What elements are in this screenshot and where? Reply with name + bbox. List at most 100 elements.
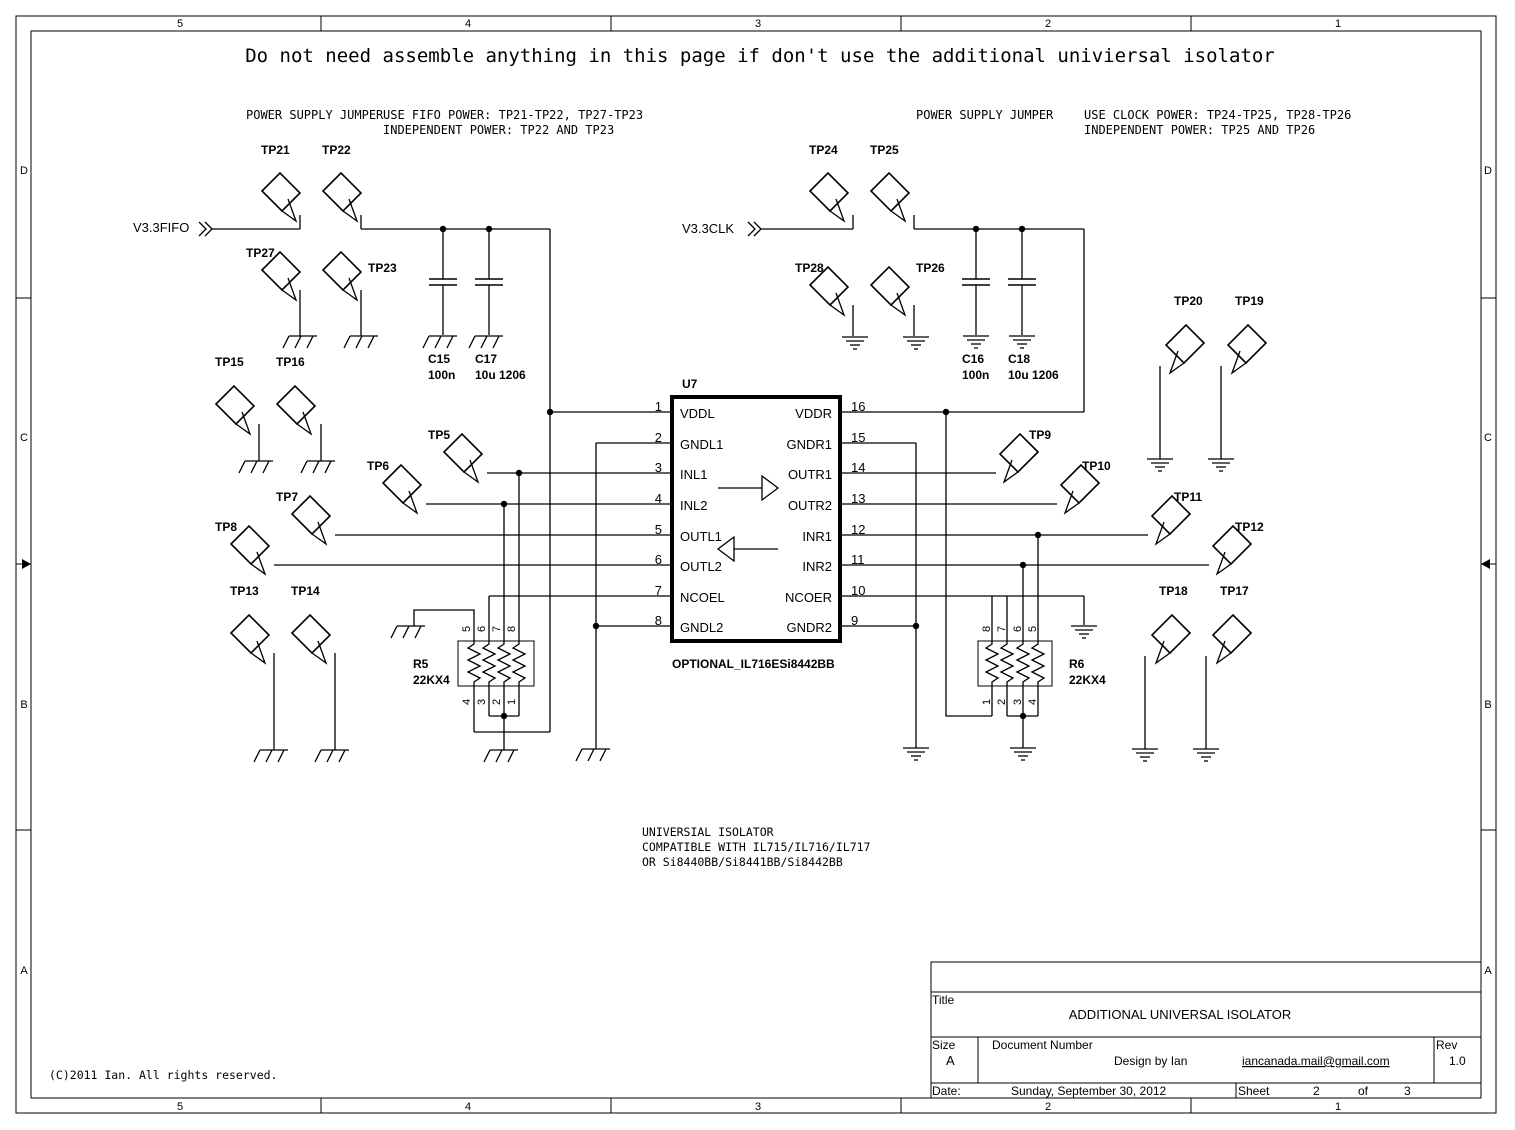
ic-pin-name-inl1: INL1	[680, 467, 707, 482]
ic-pin-number-9: 9	[851, 613, 858, 628]
document-number-label: Document Number	[992, 1038, 1093, 1052]
ic-pin-number-10: 10	[851, 583, 865, 598]
label-c17-ref: C17	[475, 352, 497, 366]
ic-pin-name-gndr1: GNDR1	[786, 437, 832, 452]
label-tp5: TP5	[428, 428, 450, 442]
label-tp12: TP12	[1235, 520, 1264, 534]
title-label: Title	[932, 993, 955, 1007]
size-label: Size	[932, 1038, 956, 1052]
r6-pin-2: 2	[996, 699, 1008, 705]
label-c18-value: 10u 1206	[1008, 368, 1059, 382]
ic-ref: U7	[682, 377, 698, 391]
drawing-title: ADDITIONAL UNIVERSAL ISOLATOR	[1069, 1007, 1292, 1022]
label-tp7: TP7	[276, 490, 298, 504]
ic-part-number: OPTIONAL_IL716ESi8442BB	[672, 657, 835, 671]
r5-pin-1: 1	[506, 699, 518, 705]
resistor-network-r5: 5 6 7 8 4 3 2 1	[390, 473, 550, 763]
sheet-label: Sheet	[1238, 1084, 1270, 1098]
ic-pin-name-vddr: VDDR	[795, 406, 832, 421]
label-tp10: TP10	[1082, 459, 1111, 473]
sheet-number: 2	[1313, 1084, 1320, 1098]
label-r6-ref: R6	[1069, 657, 1085, 671]
label-tp13: TP13	[230, 584, 259, 598]
ic-pin-number-1: 1	[655, 399, 662, 414]
ic-pin-name-vddl: VDDL	[680, 406, 715, 421]
ic-pin-name-gndr2: GNDR2	[786, 620, 832, 635]
left-testpoints	[215, 385, 483, 763]
zone-row-a-right: A	[1484, 965, 1492, 977]
ic-pin-number-3: 3	[655, 460, 662, 475]
ic-pin-name-ncoer: NCOER	[785, 590, 832, 605]
r5-pin-8: 8	[506, 626, 518, 632]
r6-pin-5: 5	[1027, 626, 1039, 632]
r5-pin-2: 2	[491, 699, 503, 705]
designer-email: iancanada.mail@gmail.com	[1242, 1054, 1390, 1068]
r5-pin-5: 5	[461, 626, 473, 632]
label-r6-value: 22KX4	[1069, 673, 1106, 687]
net-label-v33fifo: V3.3FIFO	[133, 220, 189, 235]
ic-pin-number-16: 16	[851, 399, 865, 414]
r6-pin-6: 6	[1012, 626, 1024, 632]
zone-col-3-top: 3	[755, 18, 761, 30]
label-tp25: TP25	[870, 143, 899, 157]
zone-col-1-bottom: 1	[1335, 1101, 1341, 1113]
ic-pin-name-inr1: INR1	[802, 529, 832, 544]
clock-power-section: V3.3CLK	[682, 172, 1085, 412]
zone-row-b-right: B	[1484, 699, 1491, 711]
r5-pin-7: 7	[491, 626, 503, 632]
label-tp19: TP19	[1235, 294, 1264, 308]
ic-pin-number-14: 14	[851, 460, 865, 475]
ic-u7: U7 OPTIONAL_IL716ESi8442BB	[670, 377, 842, 671]
r6-pin-3: 3	[1012, 699, 1024, 705]
left-jumper-line1: USE FIFO POWER: TP21-TP22, TP27-TP23	[383, 108, 643, 122]
label-tp18: TP18	[1159, 584, 1188, 598]
ic-pin-name-ncoel: NCOEL	[680, 590, 725, 605]
zone-col-5-bottom: 5	[177, 1101, 183, 1113]
zone-row-d-right: D	[1484, 165, 1492, 177]
drawing-frame	[15, 15, 1497, 1114]
zone-row-a-left: A	[20, 965, 28, 977]
label-c18-ref: C18	[1008, 352, 1030, 366]
right-jumper-line2: INDEPENDENT POWER: TP25 AND TP26	[1084, 123, 1315, 137]
ic-pin-name-outr2: OUTR2	[788, 498, 832, 513]
ic-pin-number-2: 2	[655, 430, 662, 445]
label-tp26: TP26	[916, 261, 945, 275]
zone-row-c-right: C	[1484, 432, 1492, 444]
size-value: A	[946, 1053, 955, 1068]
label-tp17: TP17	[1220, 584, 1249, 598]
r6-pin-4: 4	[1027, 699, 1039, 705]
ic-pin-name-outl1: OUTL1	[680, 529, 722, 544]
r6-pin-7: 7	[996, 626, 1008, 632]
title-block: Title ADDITIONAL UNIVERSAL ISOLATOR Size…	[930, 961, 1482, 1099]
r5-pin-3: 3	[476, 699, 488, 705]
ic-pin-number-6: 6	[655, 552, 662, 567]
ic-pin-name-outr1: OUTR1	[788, 467, 832, 482]
date-label: Date:	[932, 1084, 961, 1098]
label-tp14: TP14	[291, 584, 320, 598]
label-c15-value: 100n	[428, 368, 455, 382]
sheet-of-label: of	[1358, 1084, 1369, 1098]
ic-pin-name-outl2: OUTL2	[680, 559, 722, 574]
net-label-v33clk: V3.3CLK	[682, 221, 734, 236]
ic-pin-number-11: 11	[851, 552, 865, 567]
zone-col-4-top: 4	[465, 18, 471, 30]
designer: Design by Ian	[1114, 1054, 1187, 1068]
label-tp21: TP21	[261, 143, 290, 157]
label-tp11: TP11	[1174, 490, 1202, 504]
r5-pin-4: 4	[461, 699, 473, 705]
zone-row-c-left: C	[20, 432, 28, 444]
fifo-power-section: V3.3FIFO	[133, 172, 551, 732]
left-jumper-title: POWER SUPPLY JUMPER	[246, 108, 384, 122]
ic-pin-number-8: 8	[655, 613, 662, 628]
label-tp16: TP16	[276, 355, 305, 369]
ic-pin-name-gndl1: GNDL1	[680, 437, 723, 452]
label-tp24: TP24	[809, 143, 838, 157]
label-c15-ref: C15	[428, 352, 450, 366]
resistor-network-r6: 8 7 6 5 1 2 3 4	[945, 412, 1053, 761]
zone-col-4-bottom: 4	[465, 1101, 471, 1113]
zone-col-2-bottom: 2	[1045, 1101, 1051, 1113]
ic-pin-number-12: 12	[851, 522, 865, 537]
date-value: Sunday, September 30, 2012	[1011, 1084, 1167, 1098]
